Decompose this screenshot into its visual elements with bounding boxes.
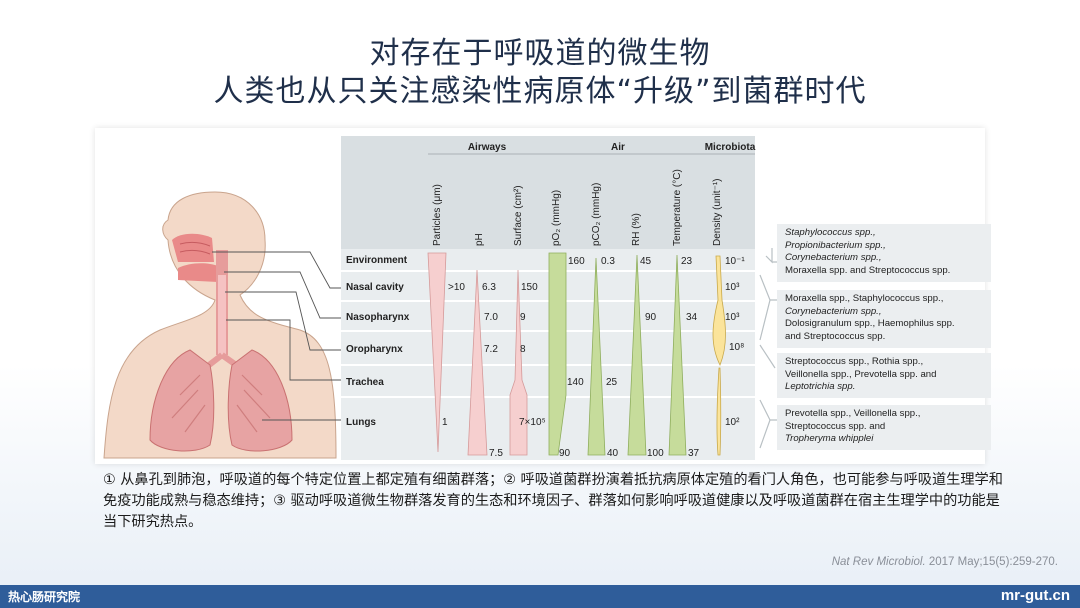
val-density-nasopharynx: 10³: [725, 312, 740, 323]
mb4-line1: Prevotella spp., Veillonella spp.,: [785, 408, 921, 419]
val-ph-lungs: 7.5: [489, 448, 503, 459]
mb1-line3: Corynebacterium spp.,: [785, 252, 882, 264]
mb3-line3: Leptotrichia spp.: [785, 381, 856, 393]
temperature-wedge: [668, 254, 687, 456]
row-band-trachea: [341, 366, 755, 396]
val-rh-lungs: 100: [647, 448, 664, 459]
row-band-nasal: [341, 272, 755, 300]
row-lungs: Lungs: [346, 417, 376, 428]
particles-wedge: [427, 252, 447, 453]
footer-site-link[interactable]: mr-gut.cn: [1000, 587, 1070, 604]
title-line-1: 对存在于呼吸道的微生物: [369, 36, 711, 71]
val-pco2-lungs: 40: [607, 448, 619, 459]
val-density-env: 10⁻¹: [725, 256, 745, 267]
density-shape: [712, 255, 726, 456]
row-trachea: Trachea: [346, 377, 384, 388]
val-ph-nasopharynx: 7.0: [484, 312, 498, 323]
ph-wedge: [467, 269, 488, 456]
col-ph: pH: [474, 233, 485, 246]
microbiota-box-nasopharynx: Moraxella spp., Staphylococcus spp., Cor…: [777, 290, 991, 348]
mb3-line2: Veillonella spp., Prevotella spp. and: [785, 368, 937, 380]
val-ph-nasal: 6.3: [482, 282, 496, 293]
col-temperature: Temperature (°C): [672, 169, 683, 246]
mb2-line2: Corynebacterium spp.,: [785, 305, 882, 317]
val-temp-lungs: 37: [688, 448, 700, 459]
mb2-line4: and Streptococcus spp.: [785, 331, 886, 343]
col-rh: RH (%): [631, 213, 642, 246]
val-po2-env: 160: [568, 256, 585, 267]
val-ph-oropharynx: 7.2: [484, 344, 498, 355]
mb1-line1: Staphylococcus spp.,: [785, 227, 876, 238]
figure-diagram: Airways Air Microbiota Particles (μm) pH…: [103, 136, 778, 460]
anatomy-illustration: [103, 191, 337, 459]
val-po2-trachea: 140: [567, 377, 584, 388]
val-rh-env: 45: [640, 256, 652, 267]
val-pco2-env: 0.3: [601, 256, 615, 267]
col-surface: Surface (cm²): [513, 185, 524, 246]
surface-wedge: [509, 269, 528, 456]
row-nasopharynx: Nasopharynx: [346, 312, 410, 323]
microbiota-box-lungs: Prevotella spp., Veillonella spp., Strep…: [777, 405, 991, 451]
row-oropharynx: Oropharynx: [346, 344, 403, 355]
val-pco2-trachea: 25: [606, 377, 618, 388]
val-po2-lungs: 90: [559, 448, 571, 459]
val-temp-env: 23: [681, 256, 693, 267]
val-surface-oropharynx: 8: [520, 344, 526, 355]
row-environment: Environment: [346, 255, 408, 266]
val-surface-nasopharynx: 9: [520, 312, 526, 323]
mb2-line1: Moraxella spp., Staphylococcus spp.,: [785, 293, 944, 304]
po2-band: [548, 252, 567, 456]
pco2-wedge: [587, 257, 606, 456]
title-line-2: 人类也从只关注感染性病原体“升级”到菌群时代: [213, 74, 867, 109]
rh-wedge: [627, 254, 647, 456]
row-nasal-cavity: Nasal cavity: [346, 282, 404, 293]
col-particles: Particles (μm): [432, 184, 443, 246]
header-airways: Airways: [468, 142, 507, 153]
col-pco2: pCO₂ (mmHg): [591, 183, 602, 246]
col-po2: pO₂ (mmHg): [551, 190, 562, 246]
mb1-line2: Propionibacterium spp.,: [785, 239, 886, 251]
citation: Nat Rev Microbiol. 2017 May;15(5):259-27…: [832, 556, 1058, 568]
mb2-line3: Dolosigranulum spp., Haemophilus spp.: [785, 318, 955, 330]
val-particles-lungs: 1: [442, 417, 448, 428]
footer-brand: 热心肠研究院: [8, 590, 81, 604]
val-surface-lungs: 7×10⁵: [519, 417, 546, 428]
val-density-lungs: 10²: [725, 417, 740, 428]
val-density-nasal: 10³: [725, 282, 740, 293]
val-temp-nasopharynx: 34: [686, 312, 698, 323]
citation-journal: Nat Rev Microbiol.: [831, 556, 926, 568]
header-band: [341, 136, 755, 249]
val-density-oropharynx: 10⁸: [729, 342, 744, 353]
footer-bar: 热心肠研究院 mr-gut.cn: [0, 585, 1080, 608]
mb3-line1: Streptococcus spp., Rothia spp.,: [785, 356, 924, 367]
mb1-line4: Moraxella spp. and Streptococcus spp.: [785, 265, 951, 277]
microbiota-box-oropharynx: Streptococcus spp., Rothia spp., Veillon…: [777, 353, 991, 399]
header-air: Air: [611, 142, 625, 153]
row-band-nasopharynx: [341, 302, 755, 330]
val-surface-nasal: 150: [521, 282, 538, 293]
caption-text: ① 从鼻孔到肺泡，呼吸道的每个特定位置上都定殖有细菌群落；② 呼吸道菌群扮演着抵…: [103, 472, 1003, 530]
mb4-line3: Tropheryma whipplei: [785, 433, 874, 445]
microbiota-box-nasal: Staphylococcus spp., Propionibacterium s…: [777, 224, 991, 282]
row-band-oropharynx: [341, 332, 755, 364]
col-density: Density (unit⁻¹): [712, 178, 723, 246]
val-rh-nasopharynx: 90: [645, 312, 657, 323]
citation-details: 2017 May;15(5):259-270.: [925, 556, 1058, 568]
val-particles-nasal: >10: [448, 282, 465, 293]
mb4-line2: Streptococcus spp. and: [785, 420, 886, 432]
header-microbiota: Microbiota: [705, 142, 756, 153]
